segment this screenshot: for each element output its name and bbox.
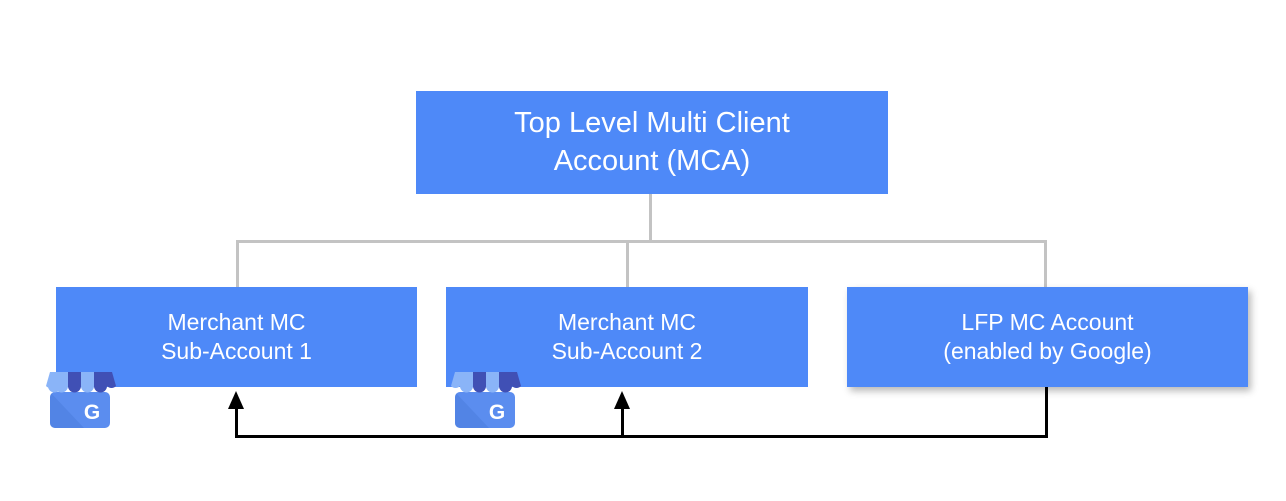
feedback-line-to-sub-account-1 xyxy=(235,400,238,436)
connector-trunk-from-mca xyxy=(649,194,652,242)
feedback-line-from-lfp xyxy=(1045,387,1048,437)
node-merchant-mc-sub-account-2: Merchant MC Sub-Account 2 xyxy=(446,287,808,387)
feedback-line-to-sub-account-2 xyxy=(621,400,624,436)
connector-drop-to-sub-account-2 xyxy=(626,240,629,288)
connector-horizontal-bus xyxy=(236,240,1047,243)
arrowhead-into-sub-account-1 xyxy=(228,391,244,409)
svg-text:G: G xyxy=(489,401,505,424)
feedback-line-horizontal xyxy=(235,435,1048,438)
arrowhead-into-sub-account-2 xyxy=(614,391,630,409)
node-top-level-mca: Top Level Multi Client Account (MCA) xyxy=(416,91,888,194)
connector-drop-to-sub-account-1 xyxy=(236,240,239,288)
connector-drop-to-lfp-account xyxy=(1044,240,1047,288)
google-business-profile-icon: G xyxy=(46,372,116,428)
svg-text:G: G xyxy=(84,401,100,424)
google-business-profile-icon: G xyxy=(451,372,521,428)
node-lfp-mc-account: LFP MC Account (enabled by Google) xyxy=(847,287,1248,387)
node-merchant-mc-sub-account-1: Merchant MC Sub-Account 1 xyxy=(56,287,417,387)
